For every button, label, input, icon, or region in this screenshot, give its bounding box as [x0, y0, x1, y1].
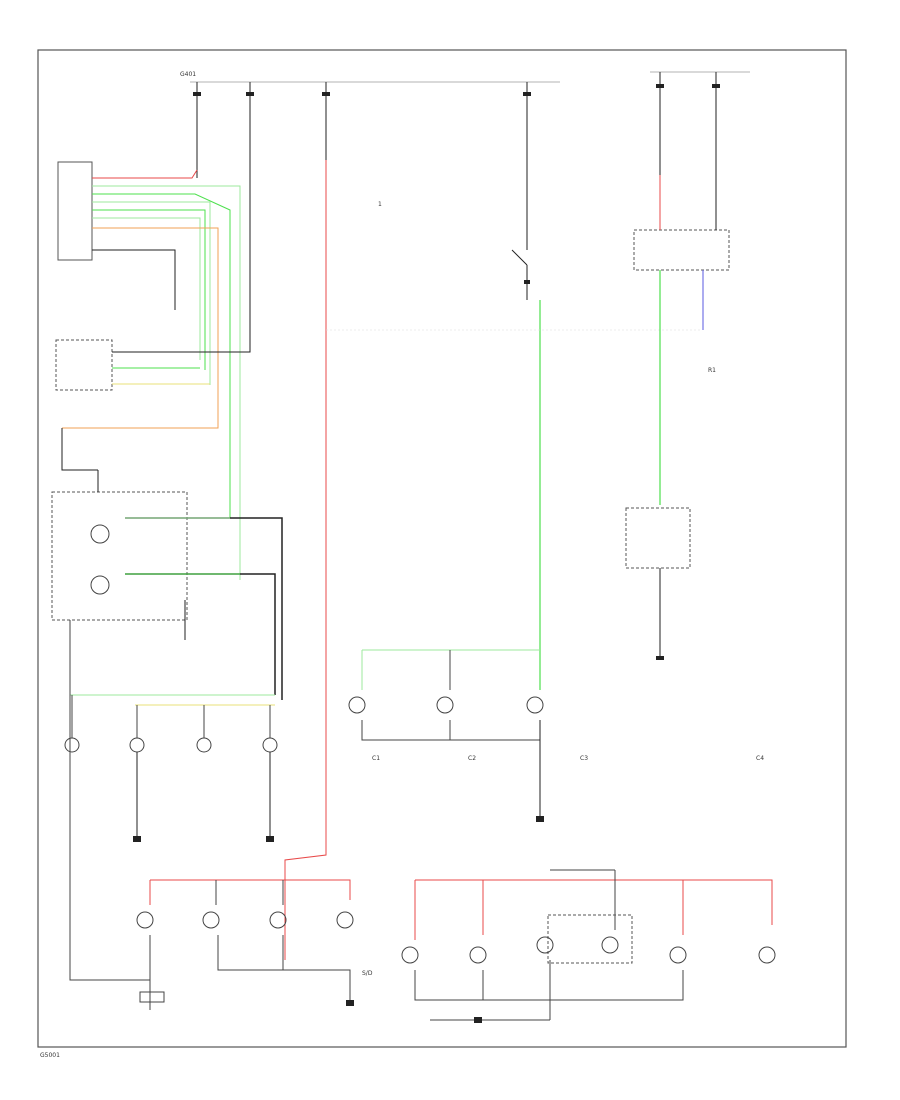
label-mid: 1: [378, 201, 382, 208]
bottom-lamp-row-right: [401, 869, 776, 1023]
instrument-cluster-box: [51, 491, 188, 621]
label-c3: C3: [580, 755, 588, 762]
label-s: S/D: [362, 970, 373, 977]
right-sensor-box: [625, 507, 691, 660]
label-r1: R1: [708, 367, 716, 374]
label-c1: C1: [372, 755, 380, 762]
indicator-lamps-left: [64, 694, 278, 842]
label-footer: G5001: [40, 1052, 60, 1059]
label-top-fuse: G401: [180, 71, 196, 78]
top-power-bus: [190, 71, 750, 200]
middle-lamps: [348, 649, 544, 822]
bottom-lamp-row-left: [69, 620, 354, 1010]
label-c2: C2: [468, 755, 476, 762]
middle-switch: [326, 200, 700, 690]
right-relay-box: [633, 175, 730, 505]
red-feed-wire: [284, 160, 327, 960]
headlight-switch-box: [57, 161, 93, 261]
cluster-wires: [61, 428, 283, 700]
label-c4: C4: [756, 755, 764, 762]
diagram-frame: [37, 49, 847, 1048]
switch-output-wires: [62, 169, 251, 580]
dimmer-switch-box: [55, 339, 113, 391]
